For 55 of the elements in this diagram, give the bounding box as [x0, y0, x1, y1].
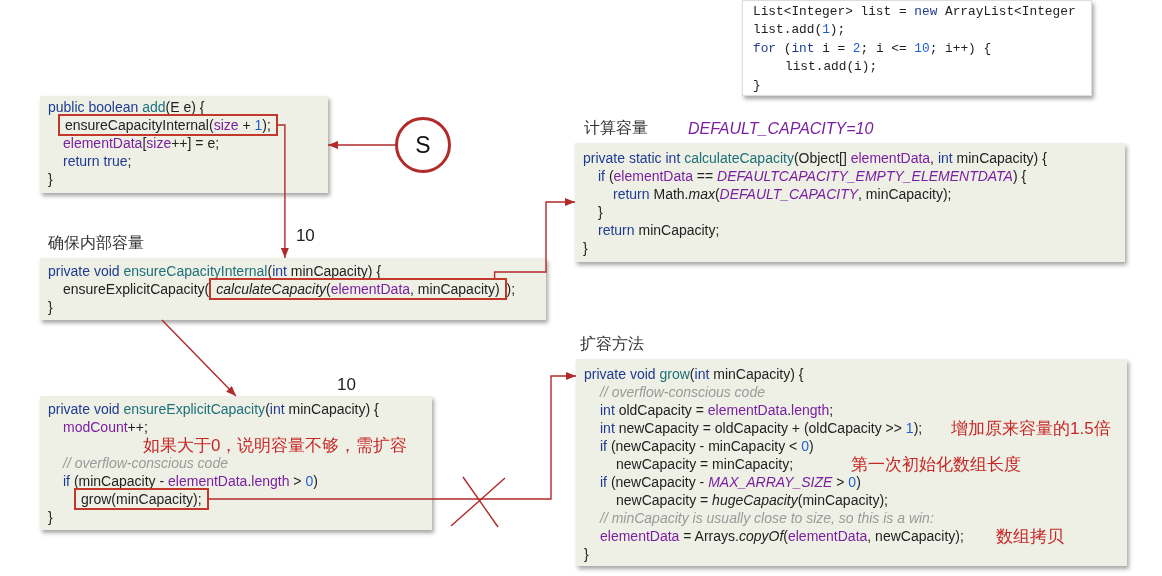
code-line: } — [753, 77, 761, 93]
code-line: if (newCapacity - MAX_ARRAY_SIZE > 0) — [600, 474, 861, 490]
annotation: 增加原来容量的1.5倍 — [951, 417, 1111, 440]
highlight-box: grow(minCapacity); — [74, 488, 209, 510]
code-line: List<Integer> list = new ArrayList<Integer — [753, 3, 1076, 19]
code-line: int oldCapacity = elementData.length; — [600, 402, 834, 418]
code-line: int newCapacity = oldCapacity + (oldCapacity >> 1); — [600, 420, 923, 436]
code-line: } — [48, 509, 53, 525]
code-line: elementData[size++] = e; — [63, 135, 220, 151]
code-line: // minCapacity is usually close to size, so this is a win: — [600, 510, 934, 526]
code-line: modCount++; — [63, 419, 148, 435]
code-panel — [40, 396, 432, 530]
code-line: ); — [506, 281, 516, 297]
code-line: list.add(i); — [785, 59, 878, 75]
code-line: if (newCapacity - minCapacity < 0) — [600, 438, 814, 454]
arrow — [493, 198, 576, 279]
arrow — [161, 319, 237, 397]
annotation: 第一次初始化数组长度 — [851, 453, 1021, 476]
section-heading: 扩容方法 — [580, 334, 644, 354]
code-line: return true; — [63, 153, 132, 169]
start-circle: S — [395, 117, 451, 173]
code-line: if (elementData == DEFAULTCAPACITY_EMPTY_ELEMENTDATA) { — [598, 168, 1027, 184]
code-panel — [40, 96, 328, 193]
arrow — [207, 372, 577, 500]
code-line: } — [584, 546, 589, 562]
number-label: 10 — [337, 375, 356, 395]
code-line: ensureExplicitCapacity( — [63, 281, 210, 297]
code-line: private static int calculateCapacity(Object[] elementData, int minCapacity) { — [583, 150, 1047, 166]
code-line: } — [48, 299, 53, 315]
code-line: } — [583, 240, 588, 256]
highlight-box: calculateCapacity(elementData, minCapacity) — [209, 278, 507, 300]
code-line: // overflow-conscious code — [600, 384, 765, 400]
code-line: // overflow-conscious code — [63, 455, 228, 471]
code-line: return minCapacity; — [598, 222, 720, 238]
code-line: if (minCapacity - elementData.length > 0) — [63, 473, 318, 489]
code-line: newCapacity = hugeCapacity(minCapacity); — [616, 492, 888, 508]
annotation: 如果大于0，说明容量不够，需扩容 — [143, 434, 408, 457]
code-line: for (int i = 2; i <= 10; i++) { — [753, 40, 992, 56]
constant-label: DEFAULT_CAPACITY=10 — [688, 119, 874, 139]
code-line: list.add(1); — [753, 22, 846, 38]
code-line: return Math.max(DEFAULT_CAPACITY, minCapacity); — [613, 186, 952, 202]
code-line: elementData = Arrays.copyOf(elementData, newCapacity); — [600, 528, 964, 544]
highlight-box: ensureCapacityInternal(size + 1); — [58, 114, 278, 136]
annotation: 数组拷贝 — [996, 525, 1064, 548]
section-heading: 确保内部容量 — [48, 233, 144, 253]
arrow — [327, 141, 396, 149]
code-line: private void grow(int minCapacity) { — [584, 366, 804, 382]
code-line: } — [48, 171, 53, 187]
section-heading: 计算容量 — [584, 118, 648, 138]
arrow — [277, 124, 289, 259]
code-panel — [742, 0, 1092, 96]
code-line: private void ensureExplicitCapacity(int minCapacity) { — [48, 401, 379, 417]
code-line: } — [598, 204, 603, 220]
code-line: newCapacity = minCapacity; — [616, 456, 794, 472]
edge-label: 10 — [295, 226, 315, 246]
